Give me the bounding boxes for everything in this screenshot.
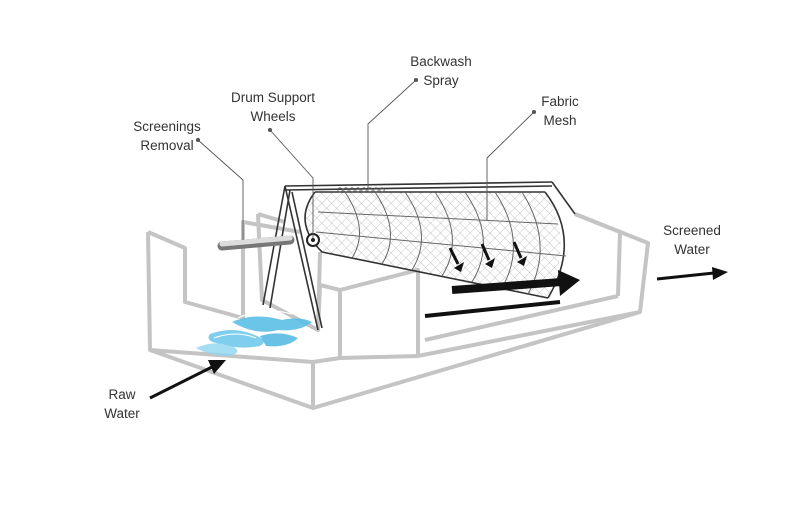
- flow-arrows: [149, 241, 728, 400]
- label-fabric-mesh-line2: Mesh: [543, 113, 577, 128]
- label-raw-water: Raw Water: [92, 385, 152, 423]
- drum-frame: [262, 181, 576, 331]
- screenings-removal-pipe: [217, 235, 295, 251]
- drum-base-bar: [424, 300, 561, 318]
- label-screened-water-line1: Screened: [663, 223, 721, 238]
- raw-water-arrow: [149, 364, 215, 400]
- label-screened-water: Screened Water: [654, 221, 730, 259]
- channel-tank: [146, 212, 650, 410]
- label-fabric-mesh: Fabric Mesh: [530, 92, 590, 130]
- backwash-spray-bar: [337, 187, 385, 193]
- label-raw-water-line1: Raw: [108, 387, 136, 402]
- outlet-arrow-head: [558, 270, 580, 296]
- drum-screen: [262, 181, 576, 331]
- label-screenings-removal-line1: Screenings: [133, 119, 201, 134]
- screened-water-arrow: [656, 271, 715, 281]
- fabric-mesh-surface: [305, 192, 561, 298]
- label-screenings-removal: Screenings Removal: [122, 117, 212, 155]
- label-drum-support-wheels-line1: Drum Support: [230, 90, 316, 105]
- label-backwash-spray: Backwash Spray: [396, 52, 486, 90]
- label-drum-support-wheels: Drum Support Wheels: [218, 88, 328, 126]
- label-screenings-removal-line2: Removal: [140, 138, 194, 153]
- label-screened-water-line2: Water: [674, 242, 710, 257]
- raw-water-splash: [196, 310, 312, 356]
- label-backwash-spray-line2: Spray: [423, 73, 459, 88]
- label-raw-water-line2: Water: [104, 406, 140, 421]
- label-backwash-spray-line1: Backwash: [410, 54, 472, 69]
- leader-lines: [195, 77, 537, 240]
- label-drum-support-wheels-line2: Wheels: [250, 109, 296, 124]
- label-fabric-mesh-line1: Fabric: [541, 94, 579, 109]
- drum-ribs: [315, 191, 567, 295]
